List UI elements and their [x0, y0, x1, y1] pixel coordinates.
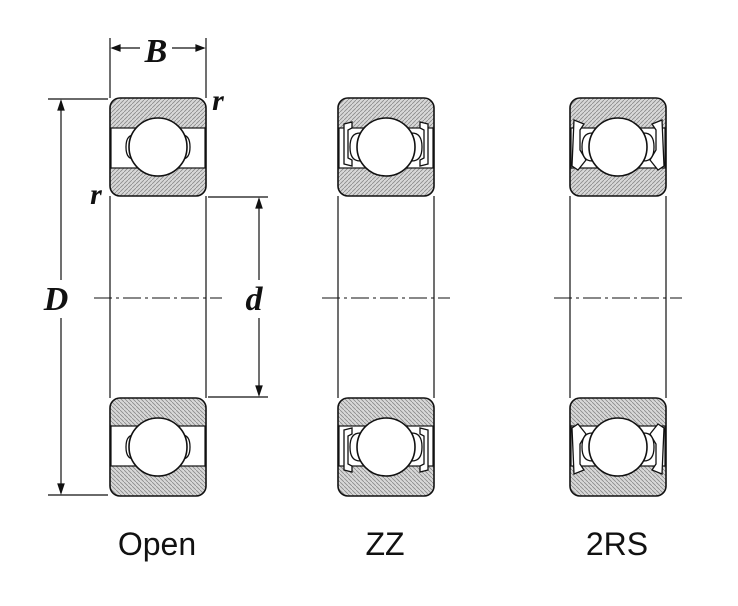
- dimension-lines: [48, 38, 268, 496]
- bearing-label-open: Open: [118, 526, 196, 562]
- bearing-open: [94, 97, 222, 497]
- cage-icon: [581, 432, 655, 462]
- shield-icon: [343, 121, 429, 167]
- cage-icon: [349, 432, 423, 462]
- ball-icon: [588, 417, 648, 477]
- bearing-section: [337, 97, 435, 197]
- radius-label-bottom: r: [90, 178, 102, 211]
- bore-label-d: d: [246, 281, 264, 318]
- bearing-section: [109, 397, 207, 497]
- ball-icon: [356, 417, 416, 477]
- bearing-section: [337, 397, 435, 497]
- cage-icon: [349, 132, 423, 162]
- bearing-section: [569, 397, 667, 497]
- ball-icon: [356, 117, 416, 177]
- bearing-label-zz: ZZ: [365, 526, 404, 562]
- bearing-shield: [322, 97, 450, 497]
- ball-icon: [588, 117, 648, 177]
- ball-icon: [128, 417, 188, 477]
- bearing-section: [109, 97, 207, 197]
- ball-icon: [128, 117, 188, 177]
- bearing-seal: [554, 97, 682, 497]
- bearing-label-2rs: 2RS: [586, 526, 648, 562]
- bearing-section: [569, 97, 667, 197]
- cage-icon: [581, 132, 655, 162]
- radius-label-top: r: [212, 84, 224, 117]
- outer-diameter-label-d: D: [43, 281, 69, 318]
- width-label-b: B: [144, 33, 168, 70]
- shield-icon: [343, 427, 429, 473]
